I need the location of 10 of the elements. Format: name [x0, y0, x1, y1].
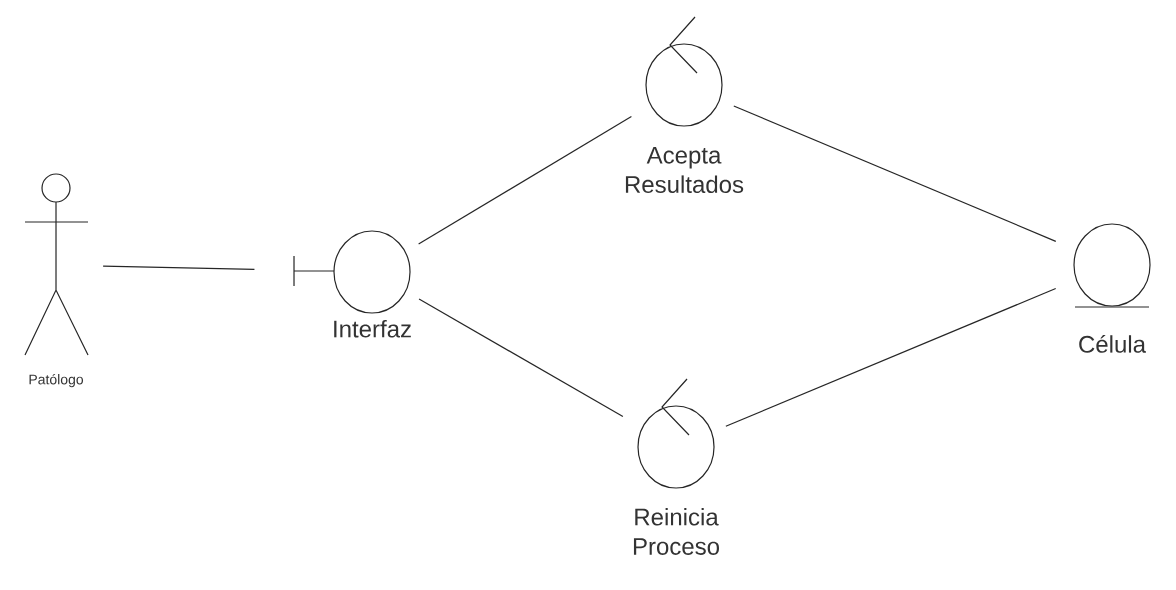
association-line: [102, 265, 256, 270]
association-line: [725, 287, 1057, 427]
node-label: Interfaz: [334, 319, 411, 338]
node-label: Reinicia Proceso: [633, 507, 719, 555]
association-line: [733, 105, 1057, 242]
node-label: Acepta Resultados: [625, 146, 744, 193]
association-line: [418, 115, 632, 245]
node-label: Célula: [1079, 334, 1146, 353]
node-label: Patólogo: [29, 373, 84, 388]
association-line: [418, 298, 624, 418]
